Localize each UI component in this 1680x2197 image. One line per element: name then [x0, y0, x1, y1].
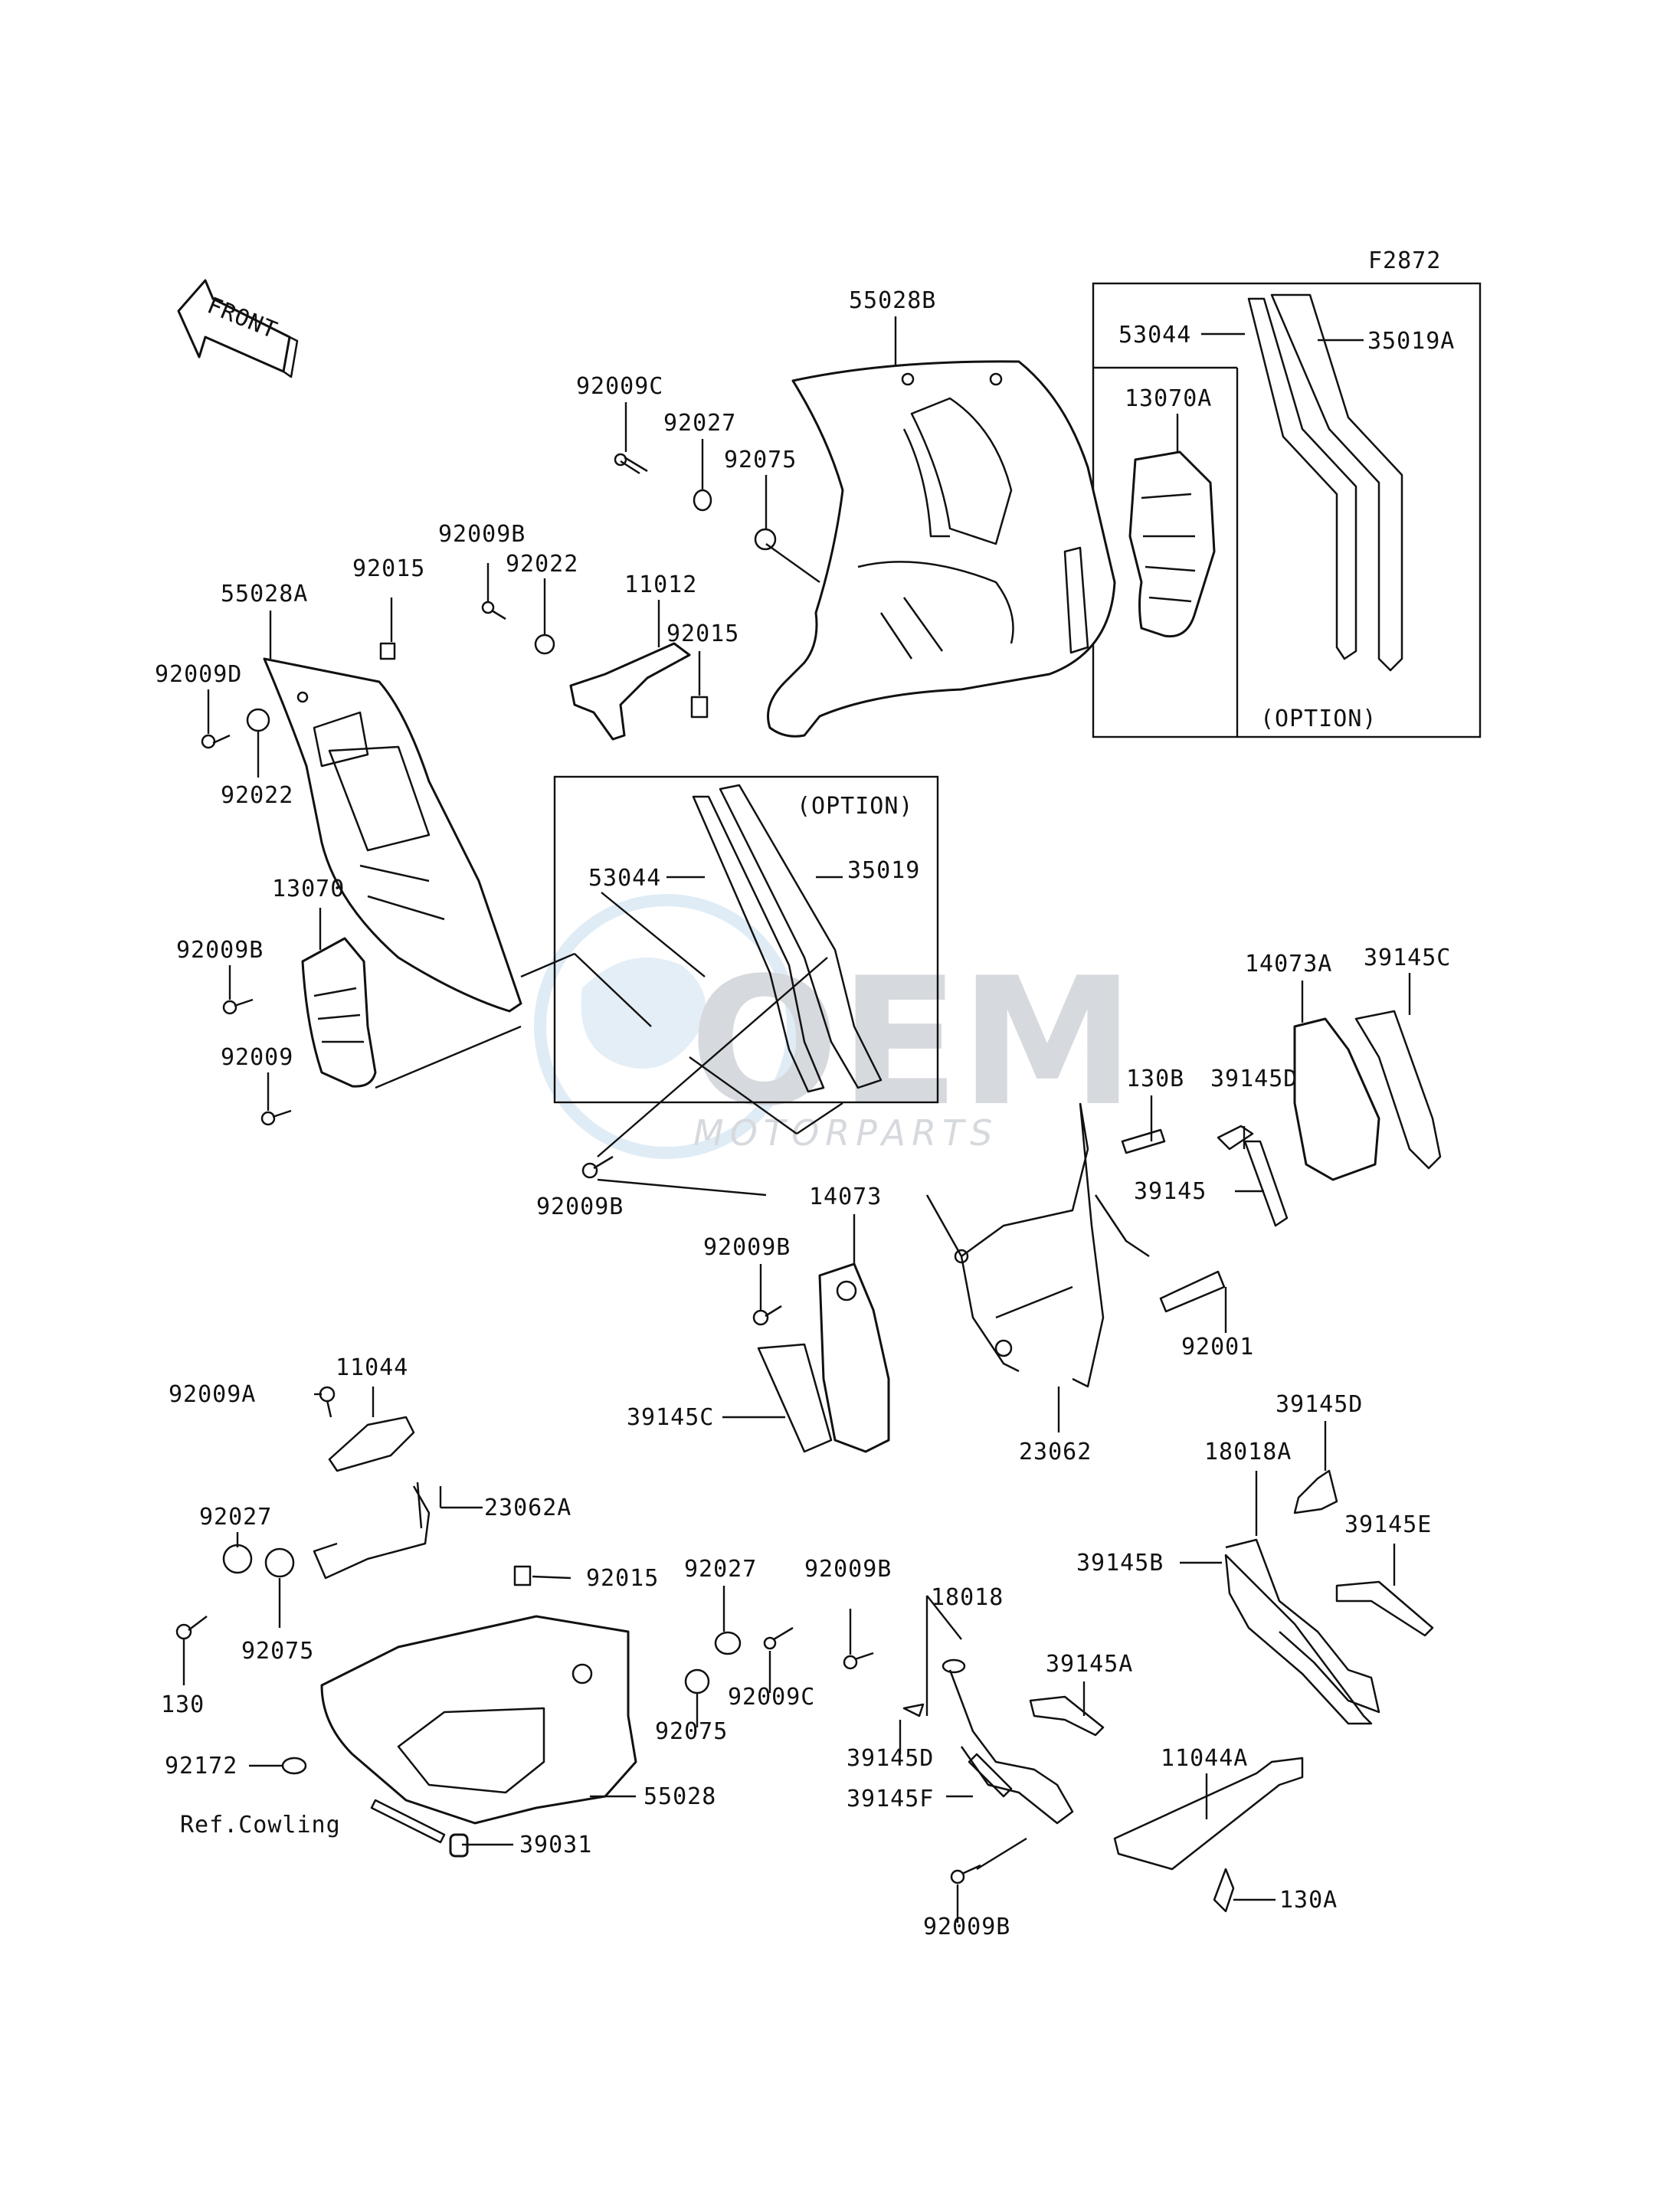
label-92009: 92009	[221, 1044, 293, 1071]
label-39145E: 39145E	[1344, 1511, 1432, 1538]
label-39145D-a: 39145D	[1210, 1066, 1298, 1092]
frame-23062	[925, 1102, 1150, 1388]
label-13070: 13070	[272, 876, 345, 902]
label-53044-top: 53044	[1118, 322, 1191, 349]
label-39031: 39031	[519, 1832, 592, 1858]
label-55028B: 55028B	[849, 287, 936, 314]
bracket-13070A	[1128, 450, 1216, 638]
label-92009B-b: 92009B	[176, 937, 264, 964]
label-ref-cowling: Ref.Cowling	[180, 1812, 341, 1838]
label-92027-c: 92027	[684, 1556, 757, 1583]
part-39145A	[1029, 1695, 1105, 1737]
bracket-23062A	[313, 1482, 431, 1580]
label-23062A: 23062A	[484, 1495, 571, 1521]
part-39145	[1217, 1125, 1289, 1227]
label-55028: 55028	[644, 1783, 716, 1810]
bracket-18018A	[1224, 1538, 1434, 1725]
label-92027-b: 92027	[199, 1504, 272, 1531]
label-53044-mid: 53044	[588, 865, 661, 892]
label-92009B-c: 92009B	[536, 1193, 624, 1220]
bracket-14073	[757, 1262, 890, 1453]
label-39145C-b: 39145C	[627, 1404, 714, 1431]
label-11044: 11044	[336, 1354, 408, 1381]
label-14073A: 14073A	[1245, 951, 1332, 977]
label-92009B-a: 92009B	[438, 521, 526, 548]
label-130: 130	[161, 1691, 205, 1718]
label-39145A: 39145A	[1046, 1651, 1133, 1678]
label-39145: 39145	[1134, 1178, 1207, 1205]
bracket-13070	[301, 937, 377, 1088]
label-14073: 14073	[809, 1184, 882, 1210]
label-92022-b: 92022	[221, 782, 293, 809]
label-39145D-b: 39145D	[847, 1745, 934, 1772]
label-35019: 35019	[847, 857, 920, 884]
bracket-14073A	[1293, 1010, 1442, 1181]
label-55028A: 55028A	[221, 581, 308, 607]
label-92075-b: 92075	[241, 1638, 314, 1665]
plate-11012	[569, 642, 691, 741]
label-92015-a: 92015	[352, 555, 425, 582]
label-92009B-f: 92009B	[923, 1914, 1010, 1940]
label-92009C-top: 92009C	[576, 373, 663, 400]
label-92009B-e: 92009B	[804, 1556, 892, 1583]
label-18018: 18018	[931, 1584, 1004, 1611]
label-92001: 92001	[1181, 1334, 1254, 1360]
option-box-mid	[553, 775, 939, 1104]
label-35019A: 35019A	[1367, 328, 1455, 355]
bracket-11044A	[1113, 1757, 1304, 1871]
watermark: OEM MOTORPARTS	[534, 894, 1135, 1159]
option-box-mid-label: (OPTION)	[797, 793, 914, 820]
cowl-55028	[320, 1615, 637, 1825]
label-92009C-b: 92009C	[728, 1684, 815, 1711]
watermark-sub: MOTORPARTS	[693, 1112, 998, 1154]
label-13070A: 13070A	[1125, 385, 1212, 412]
option-box-top-label: (OPTION)	[1260, 706, 1377, 732]
cowl-55028B	[767, 360, 1116, 738]
label-130A: 130A	[1279, 1887, 1338, 1914]
bracket-18018	[942, 1658, 1074, 1825]
label-92015-b: 92015	[666, 620, 739, 647]
label-39145F: 39145F	[847, 1786, 934, 1812]
label-92009A: 92009A	[169, 1381, 256, 1408]
label-92022-a: 92022	[506, 551, 578, 578]
label-92027-top: 92027	[663, 410, 736, 437]
label-130B: 130B	[1126, 1066, 1184, 1092]
part-labels: 55028B 53044 35019A 13070A 92009C 92027 …	[155, 287, 1455, 1940]
label-92015-c: 92015	[586, 1565, 659, 1592]
leader-lines	[182, 316, 1411, 1923]
front-arrow-icon: FRONT	[177, 279, 299, 378]
label-92009B-d: 92009B	[703, 1234, 791, 1261]
label-11012: 11012	[624, 571, 697, 598]
figure-code: F2872	[1368, 247, 1441, 274]
label-39145D-c: 39145D	[1276, 1391, 1363, 1418]
strip-35019A	[1247, 293, 1403, 672]
label-92009D: 92009D	[155, 661, 242, 688]
label-39145C-a: 39145C	[1364, 945, 1451, 971]
bracket-11044	[328, 1416, 415, 1472]
label-92172: 92172	[165, 1753, 237, 1780]
label-39145B: 39145B	[1076, 1550, 1164, 1577]
strip-35019	[692, 784, 883, 1093]
label-92075-c: 92075	[655, 1718, 728, 1745]
label-18018A: 18018A	[1204, 1439, 1292, 1465]
part-39145F	[968, 1753, 1013, 1798]
cowl-55028A	[263, 657, 522, 1013]
label-92075-top: 92075	[724, 447, 797, 473]
label-11044A: 11044A	[1161, 1745, 1248, 1772]
label-23062: 23062	[1019, 1439, 1092, 1465]
